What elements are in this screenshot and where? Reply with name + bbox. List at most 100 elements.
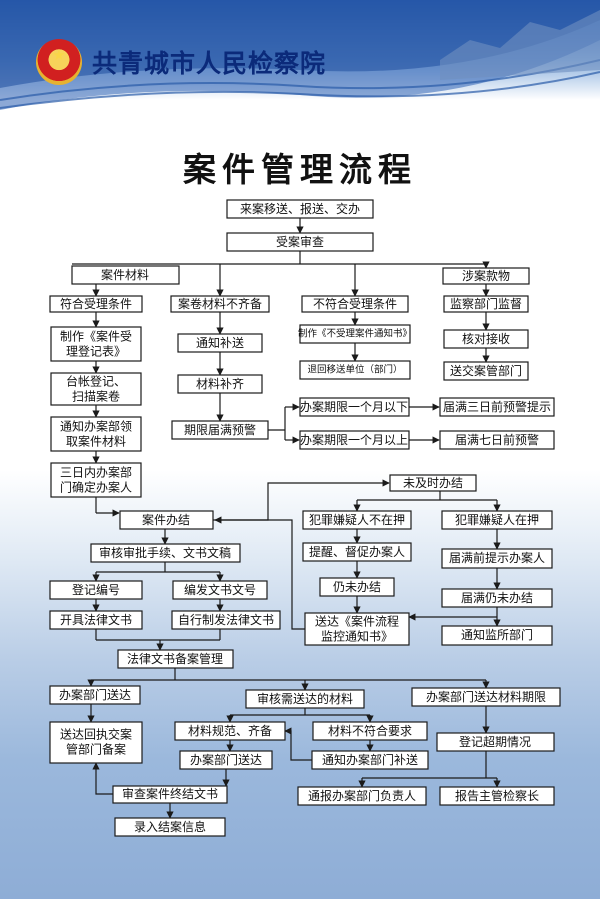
svg-text:审查案件终结文书: 审查案件终结文书: [122, 786, 218, 801]
svg-text:送达《案件流程监控通知书》: 送达《案件流程监控通知书》: [315, 614, 399, 644]
svg-text:报告主管检察长: 报告主管检察长: [455, 788, 539, 803]
node-self-made-docs: 自行制发法律文书: [171, 610, 281, 630]
page-title: 案件管理流程: [183, 150, 417, 189]
node-materials-supplemented: 材料补齐: [177, 374, 263, 394]
svg-text:送交案管部门: 送交案管部门: [450, 363, 522, 378]
node-make-register: 制作《案件受理登记表》: [50, 326, 142, 362]
emblem-icon: ★: [36, 39, 82, 85]
node-involved-funds: 涉案款物: [442, 267, 530, 285]
svg-text:监察部门监督: 监察部门监督: [450, 296, 522, 311]
svg-text:来案移送、报送、交办: 来案移送、报送、交办: [240, 201, 360, 216]
node-over-one-month: 办案期限一个月以上: [299, 430, 410, 450]
svg-text:通报办案部门负责人: 通报办案部门负责人: [308, 788, 416, 803]
svg-text:通知补送: 通知补送: [196, 335, 244, 350]
node-warn-three-days: 届满三日前预警提示: [439, 397, 555, 417]
node-review-delivery-materials: 审核需送达的材料: [245, 689, 365, 709]
svg-text:退回移送单位（部门）: 退回移送单位（部门）: [307, 364, 402, 376]
svg-text:案件办结: 案件办结: [142, 512, 190, 527]
node-eligible: 符合受理条件: [49, 295, 143, 313]
organization-name: 共青城市人民检察院: [92, 49, 327, 78]
svg-text:法律文书备案管理: 法律文书备案管理: [127, 651, 223, 666]
node-suspect-not-detained: 犯罪嫌疑人不在押: [302, 510, 412, 530]
node-still-not-closed: 仍未办结: [319, 577, 395, 597]
node-notify-supplement: 通知补送: [177, 333, 263, 353]
svg-text:制作《不受理案件通知书》: 制作《不受理案件通知书》: [298, 328, 412, 340]
node-issue-legal-docs: 开具法律文书: [49, 610, 143, 630]
node-case-closing: 案件办结: [119, 510, 214, 530]
svg-text:届满七日前预警: 届满七日前预警: [455, 432, 539, 447]
node-return-receipt: 送达回执交案管部门备案: [49, 721, 143, 764]
node-notify-resubmit: 通知办案部门补送: [311, 750, 429, 770]
node-review: 受案审查: [226, 232, 374, 252]
node-not-closed: 未及时办结: [389, 474, 477, 492]
svg-text:审核审批手续、文书文稿: 审核审批手续、文书文稿: [99, 545, 231, 560]
svg-text:审核需送达的材料: 审核需送达的材料: [257, 691, 353, 706]
node-dept-delivery-2: 办案部门送达: [179, 750, 273, 770]
svg-text:通知办案部门补送: 通知办案部门补送: [322, 752, 418, 767]
svg-text:办案部门送达: 办案部门送达: [190, 752, 262, 767]
svg-text:录入结案信息: 录入结案信息: [134, 819, 206, 834]
svg-text:案卷材料不齐备: 案卷材料不齐备: [178, 296, 262, 311]
svg-text:材料规范、齐备: 材料规范、齐备: [188, 723, 272, 738]
node-remind-urge: 提醒、督促办案人: [302, 542, 412, 562]
svg-text:送达回执交案管部门备案: 送达回执交案管部门备案: [60, 727, 132, 757]
svg-text:届满三日前预警提示: 届满三日前预警提示: [443, 399, 551, 414]
node-assign-handler: 三日内办案部门确定办案人: [50, 462, 142, 498]
node-send-to-custody: 送交案管部门: [443, 361, 529, 381]
node-deadline-warning: 期限届满预警: [171, 420, 269, 440]
svg-text:台帐登记、扫描案卷: 台帐登记、扫描案卷: [66, 374, 126, 404]
svg-text:符合受理条件: 符合受理条件: [60, 296, 132, 311]
svg-text:材料补齐: 材料补齐: [196, 376, 244, 391]
node-delivery-deadline: 办案部门送达材料期限: [411, 687, 561, 707]
node-standard-complete: 材料规范、齐备: [174, 721, 286, 741]
svg-text:涉案款物: 涉案款物: [462, 268, 510, 283]
node-notify-dept: 通知办案部领取案件材料: [50, 416, 142, 452]
node-notify-prison: 通知监所部门: [441, 625, 553, 646]
svg-text:办案部门送达材料期限: 办案部门送达材料期限: [426, 689, 546, 704]
node-record-closure: 录入结案信息: [114, 817, 226, 837]
svg-text:登记编号: 登记编号: [72, 582, 120, 597]
node-register-overdue: 登记超期情况: [436, 732, 555, 752]
svg-text:通知办案部领取案件材料: 通知办案部领取案件材料: [60, 419, 132, 449]
node-intake: 来案移送、报送、交办: [226, 199, 374, 219]
svg-text:自行制发法律文书: 自行制发法律文书: [178, 612, 274, 627]
svg-text:届满仍未办结: 届满仍未办结: [461, 590, 533, 605]
svg-text:未及时办结: 未及时办结: [403, 475, 463, 490]
node-suspect-detained: 犯罪嫌疑人在押: [441, 510, 553, 530]
svg-text:届满前提示办案人: 届满前提示办案人: [449, 550, 545, 565]
svg-text:办案期限一个月以上: 办案期限一个月以上: [300, 432, 408, 447]
svg-text:犯罪嫌疑人不在押: 犯罪嫌疑人不在押: [309, 512, 405, 527]
svg-text:编发文书文号: 编发文书文号: [184, 582, 256, 597]
node-dept-delivery: 办案部门送达: [49, 685, 141, 705]
svg-text:三日内办案部门确定办案人: 三日内办案部门确定办案人: [60, 465, 132, 495]
svg-text:不符合受理条件: 不符合受理条件: [313, 296, 397, 311]
svg-text:期限届满预警: 期限届满预警: [184, 422, 256, 437]
node-return-unit: 退回移送单位（部门）: [299, 360, 411, 380]
node-notify-head: 通报办案部门负责人: [297, 786, 427, 806]
node-issue-doc-number: 编发文书文号: [172, 580, 268, 600]
svg-text:登记超期情况: 登记超期情况: [459, 734, 531, 749]
node-nonconforming: 材料不符合要求: [312, 721, 428, 741]
node-remind-before-due: 届满前提示办案人: [441, 548, 553, 569]
svg-text:办案期限一个月以下: 办案期限一个月以下: [300, 399, 408, 414]
node-make-notice: 制作《不受理案件通知书》: [298, 324, 412, 344]
node-ineligible: 不符合受理条件: [301, 295, 409, 313]
svg-text:犯罪嫌疑人在押: 犯罪嫌疑人在押: [455, 512, 539, 527]
node-under-one-month: 办案期限一个月以下: [299, 397, 410, 417]
svg-text:办案部门送达: 办案部门送达: [59, 687, 131, 702]
svg-text:仍未办结: 仍未办结: [333, 579, 381, 594]
header-band: [0, 0, 600, 110]
node-doc-filing: 法律文书备案管理: [117, 649, 234, 669]
node-check-receive: 核对接收: [443, 329, 529, 349]
node-incomplete-file: 案卷材料不齐备: [170, 295, 270, 313]
node-review-final-docs: 审查案件终结文书: [112, 785, 228, 804]
node-ledger-scan: 台帐登记、扫描案卷: [50, 372, 142, 406]
svg-text:核对接收: 核对接收: [462, 331, 510, 346]
node-case-materials: 案件材料: [71, 265, 180, 285]
svg-text:案件材料: 案件材料: [101, 267, 149, 282]
node-review-docs: 审核审批手续、文书文稿: [90, 543, 241, 563]
svg-text:提醒、督促办案人: 提醒、督促办案人: [309, 544, 405, 559]
node-warn-seven-days: 届满七日前预警: [439, 430, 555, 450]
